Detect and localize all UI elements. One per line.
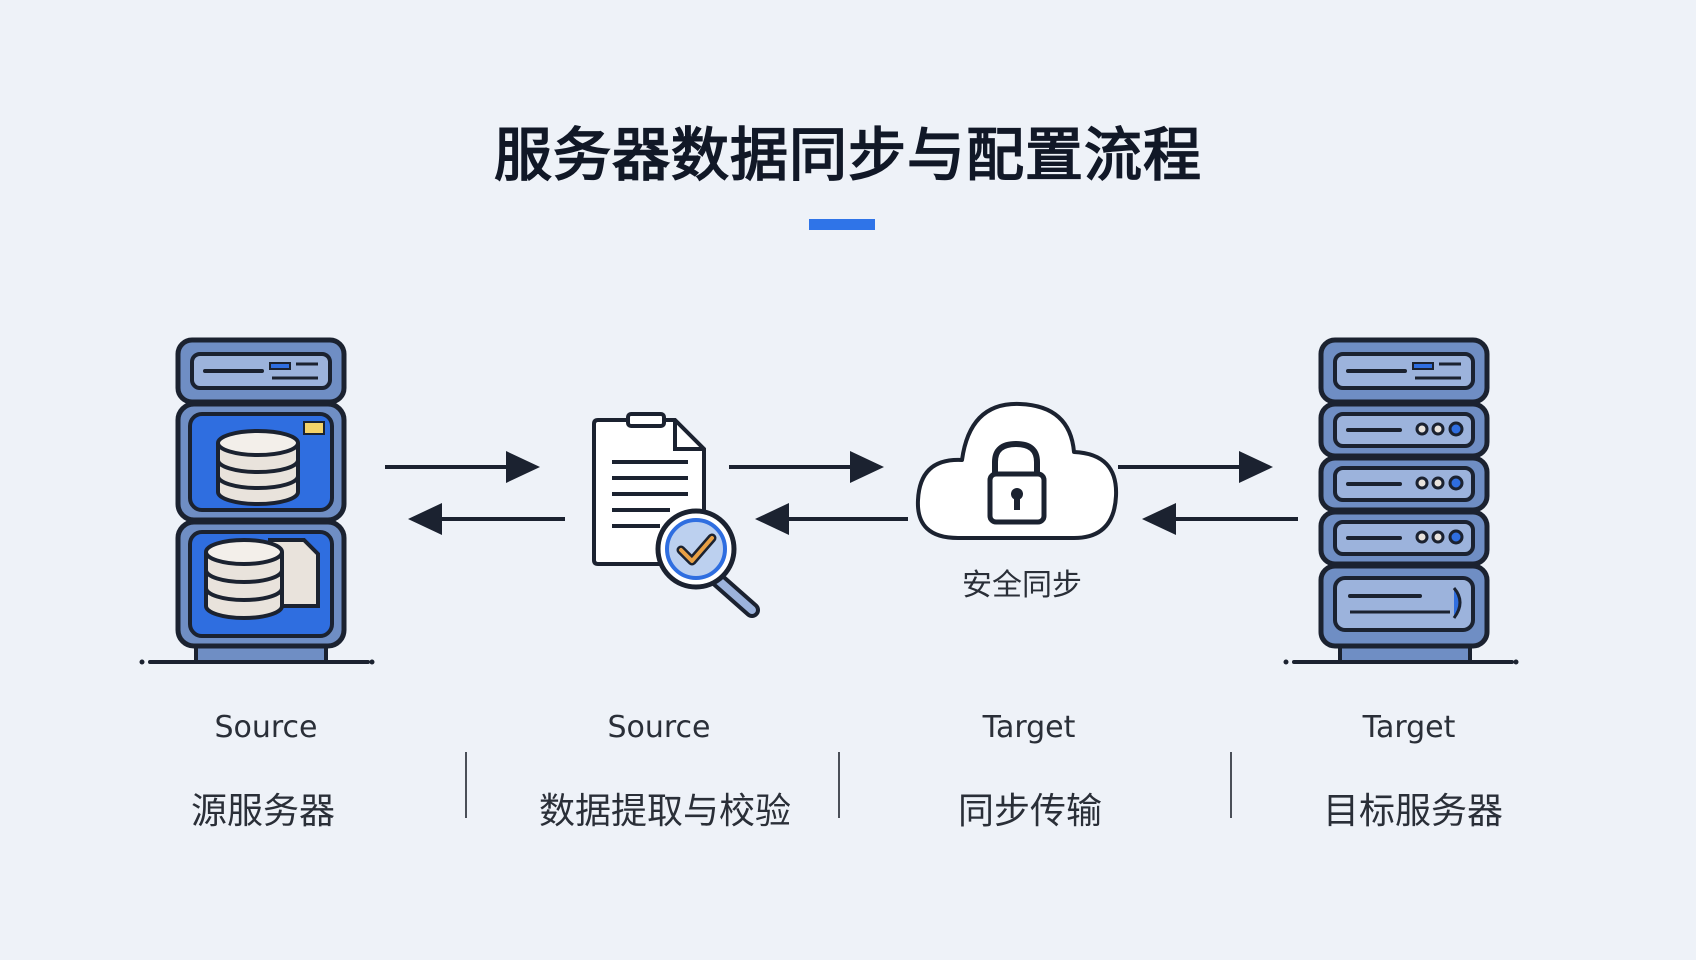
stage-3-zh-label: 同步传输 [957,791,1102,832]
document-check-icon [592,412,760,618]
cloud-lock-icon [915,401,1119,540]
page-title: 服务器数据同步与配置流程 [493,121,1202,189]
stage-1-en-label: Source [214,710,318,745]
stage-1-zh-label: 源服务器 [190,791,335,832]
arrow-target-to-cloud [1142,503,1298,535]
stage-4-en-label: Target [1362,710,1456,745]
title-underline [809,219,875,230]
stage-3-en-label: Target [982,710,1076,745]
target-server-icon [1283,337,1519,665]
stage-divider [465,752,467,818]
stage-2-en-label: Source [607,710,711,745]
cloud-label: 安全同步 [962,568,1082,603]
source-server-icon [139,337,375,665]
stage-divider [838,752,840,818]
arrow-source-to-document [385,451,540,483]
arrow-document-to-cloud [729,451,884,483]
stage-4-zh-label: 目标服务器 [1322,791,1503,832]
stage-2-zh-label: 数据提取与校验 [538,791,791,832]
arrow-document-to-source [408,503,565,535]
arrow-cloud-to-document [755,503,908,535]
arrow-cloud-to-target [1118,451,1273,483]
stage-divider [1230,752,1232,818]
